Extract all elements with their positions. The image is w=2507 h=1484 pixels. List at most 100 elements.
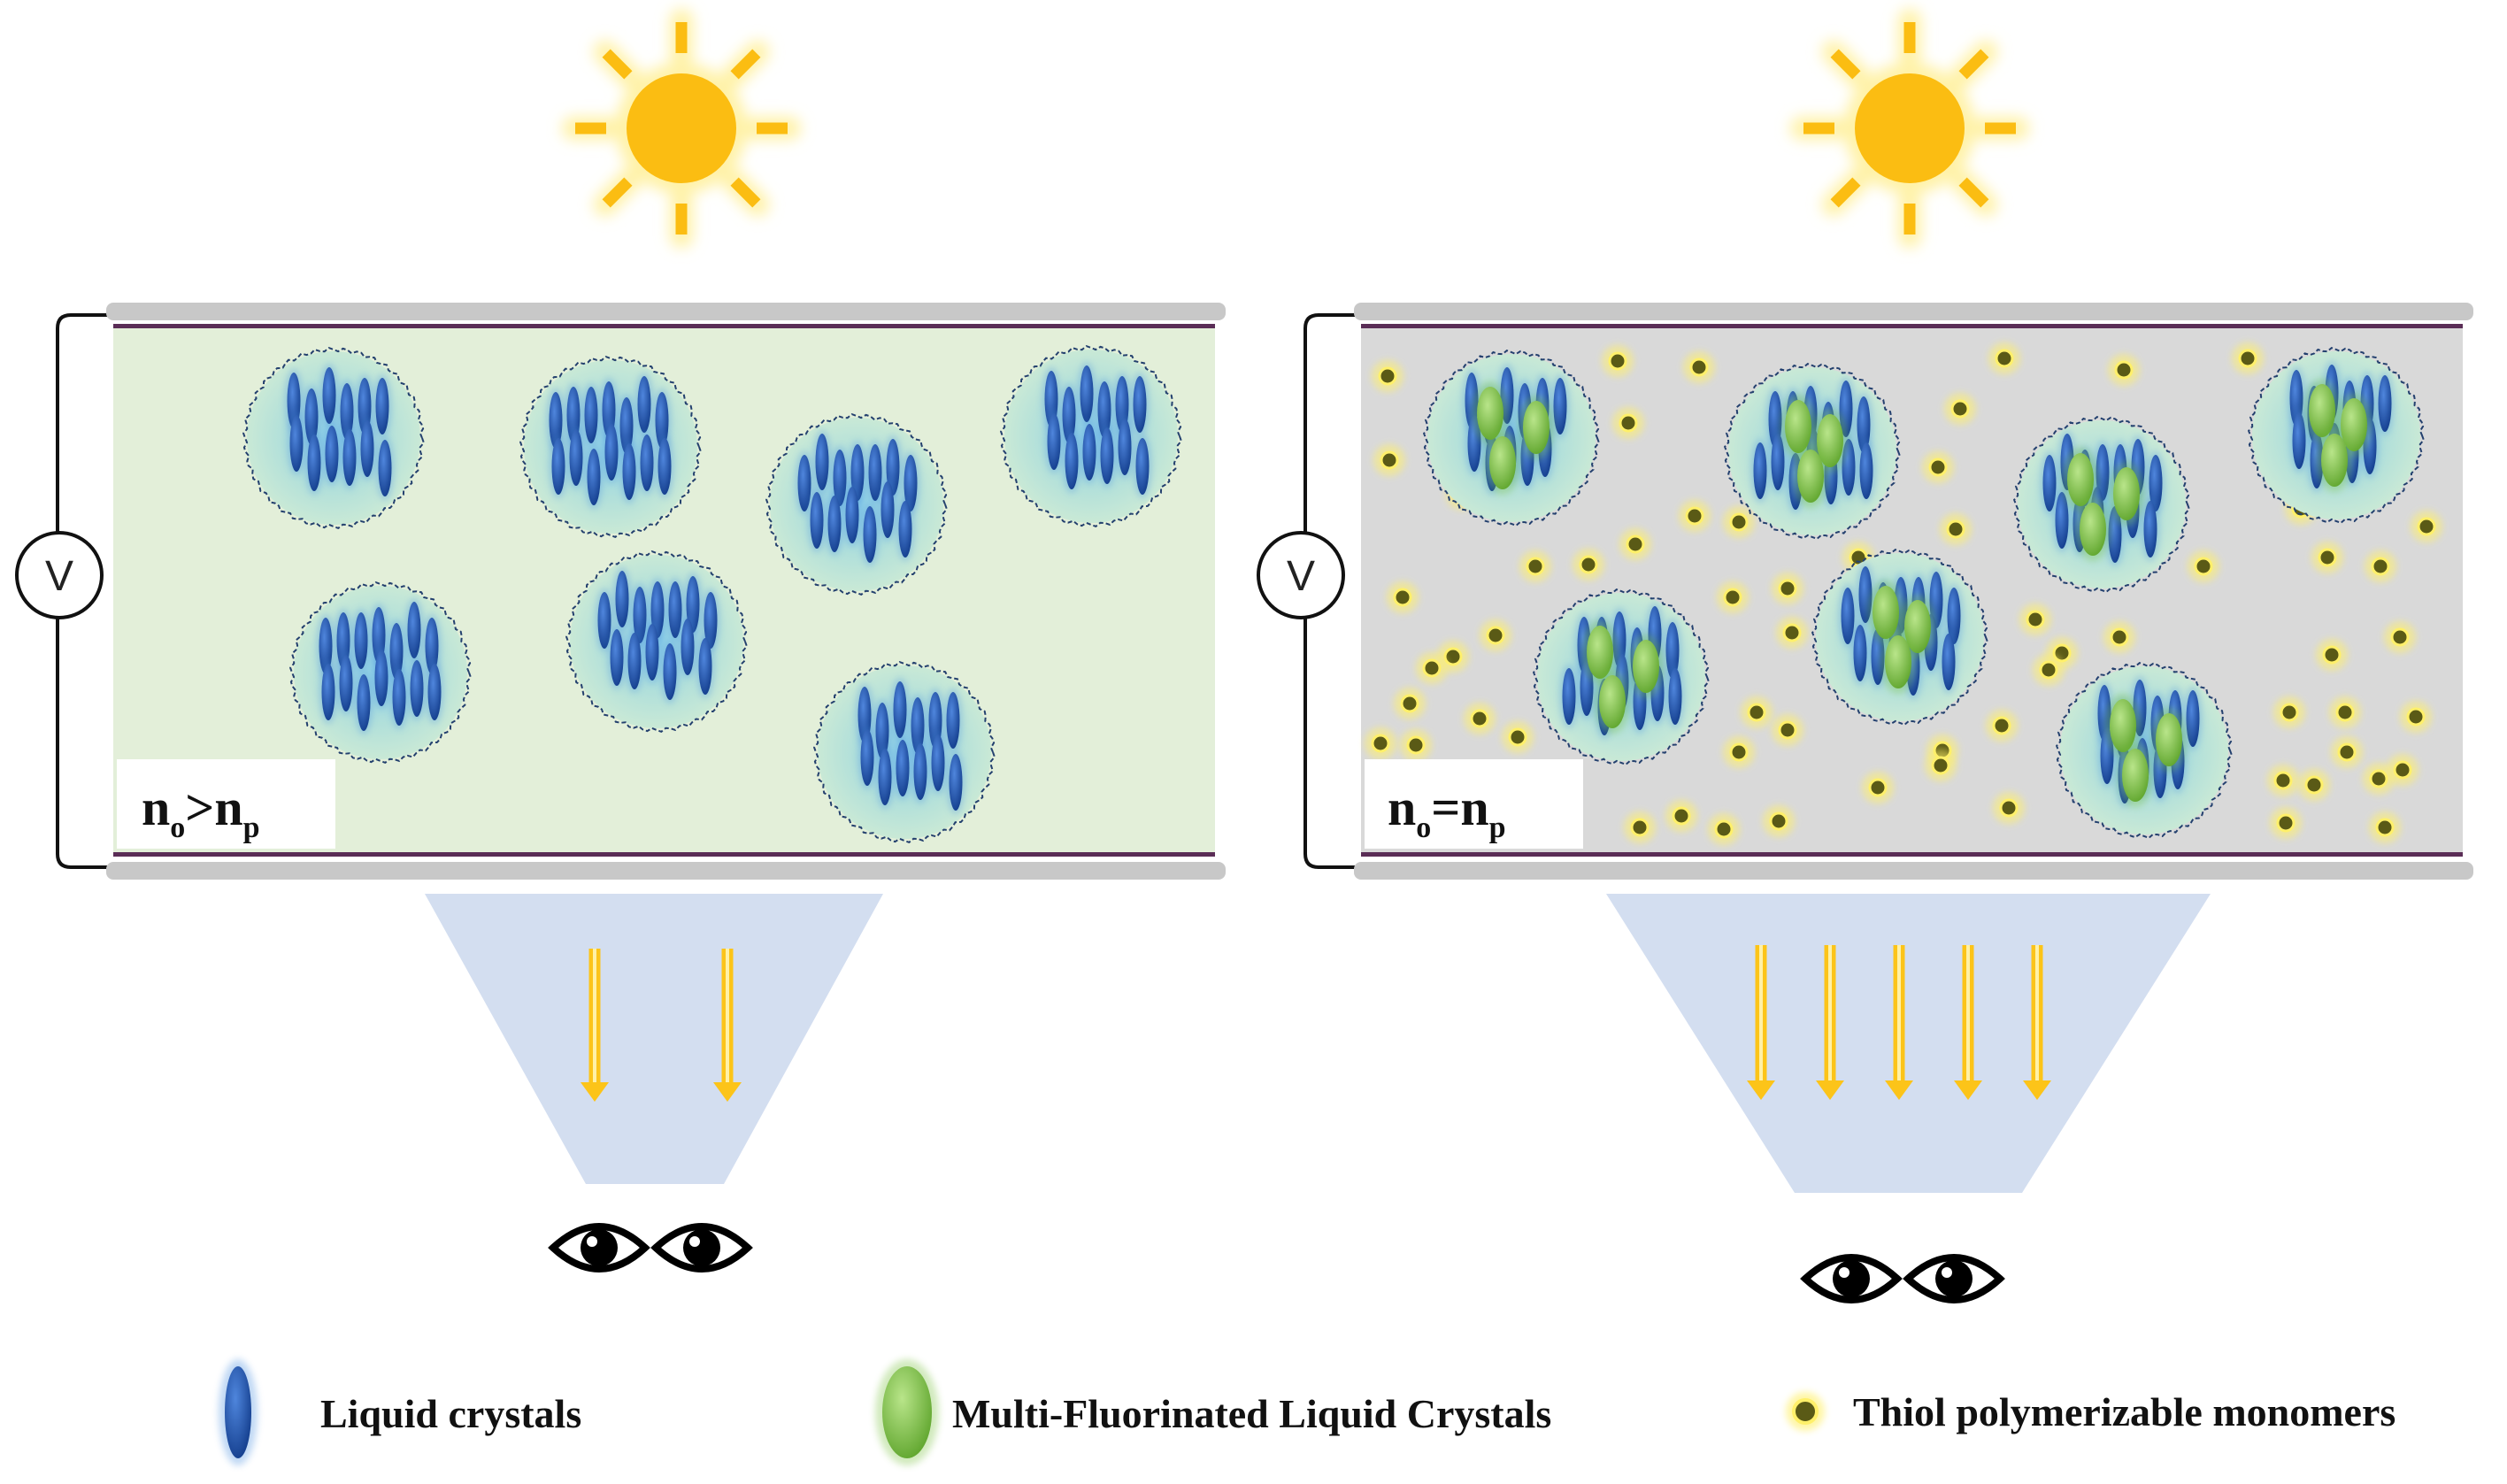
- liquid-crystal: [389, 623, 404, 680]
- multi-fluorinated-lc: [2309, 384, 2335, 437]
- thiol-monomer: [1729, 742, 1749, 762]
- thiol-monomer: [1782, 623, 1802, 642]
- thiol-monomer: [1371, 734, 1390, 753]
- multi-fluorinated-group: [2304, 379, 2372, 492]
- light-cone-left: [425, 894, 883, 1184]
- liquid-crystal: [1668, 668, 1682, 725]
- droplet: [999, 344, 1183, 528]
- sun-ray: [730, 177, 761, 208]
- liquid-crystal: [637, 376, 651, 433]
- droplet: [812, 660, 996, 844]
- droplet: [1723, 362, 1902, 541]
- thiol-monomer: [1946, 519, 1965, 539]
- thiol-monomer: [2238, 349, 2257, 368]
- liquid-crystal: [668, 581, 682, 638]
- legend-item-thiol-monomers: Thiol polymerizable monomers: [1786, 1389, 2395, 1434]
- monomer-dot-icon: [1792, 1398, 1819, 1425]
- light-arrow: [1885, 945, 1913, 1100]
- liquid-crystal: [863, 506, 877, 563]
- liquid-crystal: [633, 587, 647, 643]
- sun-ray: [602, 49, 633, 80]
- multi-fluorinated-group: [1582, 620, 1664, 734]
- multi-fluorinated-lc: [1599, 675, 1626, 728]
- liquid-crystal: [1065, 433, 1079, 489]
- thiol-monomer: [1950, 399, 1970, 419]
- thiol-monomer: [1769, 811, 1788, 831]
- liquid-crystal: [898, 501, 912, 557]
- liquid-crystal: [1082, 424, 1096, 481]
- sun-ray: [602, 177, 633, 208]
- liquid-crystal: [2292, 412, 2306, 469]
- liquid-crystal: [551, 438, 565, 495]
- liquid-crystal: [597, 592, 611, 649]
- thiol-monomer: [1995, 349, 2014, 368]
- thiol-monomer: [2337, 742, 2357, 762]
- liquid-crystal: [913, 743, 927, 800]
- liquid-crystal: [360, 420, 374, 477]
- droplet: [2247, 346, 2426, 525]
- thiol-monomer: [1778, 720, 1797, 740]
- liquid-crystal: [354, 612, 368, 669]
- droplet: [519, 355, 703, 539]
- liquid-crystal: [584, 387, 598, 443]
- liquid-crystal-group: [796, 430, 919, 566]
- thiol-monomer: [1380, 450, 1399, 470]
- legend-label: Thiol polymerizable monomers: [1853, 1389, 2395, 1434]
- liquid-crystal: [615, 571, 629, 627]
- multi-fluorinated-group: [1473, 381, 1554, 495]
- liquid-crystal: [1562, 668, 1576, 725]
- liquid-crystal: [357, 674, 371, 731]
- thiol-monomer: [1689, 358, 1709, 377]
- liquid-crystal: [904, 455, 918, 511]
- liquid-crystal: [1753, 442, 1767, 499]
- thiol-monomer: [2273, 771, 2293, 790]
- multi-fluorinated-lc: [2156, 713, 2182, 766]
- liquid-crystal: [407, 602, 421, 658]
- multi-fluorinated-lc: [1477, 387, 1503, 440]
- multi-fluorinated-lc: [1885, 635, 1911, 688]
- thiol-monomer: [2406, 707, 2426, 727]
- liquid-crystal: [681, 619, 695, 675]
- thiol-monomer: [1608, 351, 1627, 371]
- transmitted-light-arrows-right: [1747, 945, 2051, 1100]
- voltage-label: V: [1287, 553, 1315, 600]
- liquid-crystal-group: [1042, 362, 1151, 498]
- liquid-crystal: [325, 426, 339, 482]
- liquid-crystal: [896, 740, 910, 796]
- sun-icon: [562, 9, 801, 248]
- thiol-monomer: [2390, 627, 2410, 647]
- thiol-monomer: [1443, 647, 1463, 666]
- liquid-crystal: [881, 481, 895, 538]
- liquid-crystal: [425, 618, 439, 674]
- liquid-crystal: [322, 367, 336, 424]
- liquid-crystal: [342, 429, 357, 486]
- thiol-monomer: [2335, 703, 2355, 722]
- thiol-monomer: [1868, 778, 1888, 797]
- multi-fluorinated-lc: [1523, 401, 1550, 454]
- multi-fluorinated-lc: [1904, 600, 1931, 653]
- multi-fluorinated-lc: [1797, 450, 1824, 503]
- thiol-monomer: [1928, 458, 1948, 477]
- liquid-crystal: [2149, 455, 2163, 511]
- liquid-crystal: [304, 388, 319, 445]
- droplet: [2012, 415, 2191, 594]
- transmitted-light-arrows-left: [581, 949, 742, 1102]
- liquid-crystal: [2186, 690, 2200, 747]
- thiol-monomer: [1406, 735, 1426, 755]
- multi-fluorinated-group: [1868, 581, 1935, 694]
- liquid-crystal-group: [596, 567, 719, 704]
- liquid-crystal: [321, 664, 335, 720]
- liquid-crystal: [911, 697, 925, 754]
- panel-left: V no>np: [15, 9, 1226, 1273]
- thiol-monomer: [1422, 658, 1442, 678]
- droplet: [1811, 548, 1989, 727]
- liquid-crystal: [604, 424, 619, 481]
- liquid-crystal: [339, 655, 353, 711]
- thiol-monomer: [2318, 548, 2337, 567]
- thiol-monomer: [2417, 517, 2436, 536]
- thiol-monomer: [2039, 660, 2058, 680]
- thiol-monomer: [1729, 512, 1749, 532]
- thiol-monomer: [2369, 769, 2388, 788]
- droplets-left: [242, 344, 1183, 844]
